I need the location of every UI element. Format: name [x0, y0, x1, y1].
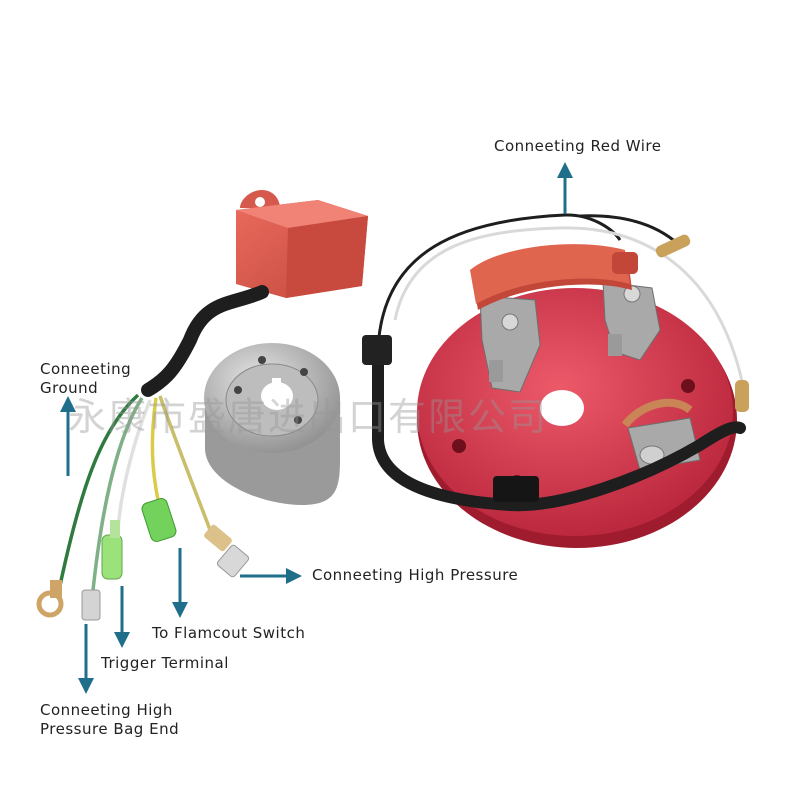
- arrow-red-wire: [557, 162, 573, 214]
- label-trigger-terminal: Trigger Terminal: [101, 654, 229, 672]
- black-cable-loop: [376, 213, 622, 351]
- white-wire-trigger: [116, 399, 152, 531]
- arrow-flamout: [172, 548, 188, 618]
- insulated-terminal-trigger: [101, 520, 123, 580]
- arrow-bag-end: [78, 624, 94, 694]
- bullet-terminal-red-wire: [655, 234, 691, 258]
- green-wire-ground: [56, 393, 140, 596]
- label-high-pressure: Conneeting High Pressure: [312, 566, 519, 584]
- white-cable: [393, 226, 747, 396]
- coil-bracket-left: [479, 295, 541, 393]
- black-wire-to-connector: [579, 214, 679, 246]
- plate-screw-hole: [681, 379, 695, 393]
- label-ground-line1: Conneeting: [40, 360, 132, 378]
- insulated-terminal-flamout: [141, 498, 177, 542]
- pickup-sensor: [621, 398, 701, 471]
- plate-center-hole: [540, 390, 584, 426]
- label-flamout-switch: To Flamcout Switch: [152, 624, 306, 642]
- cdi-box: [236, 190, 368, 298]
- harness-grommet: [362, 335, 392, 365]
- arrow-ground: [60, 396, 76, 476]
- label-bag-end: Conneeting High Pressure Bag End: [40, 701, 179, 739]
- label-ground: Conneeting Ground: [40, 360, 131, 398]
- ignition-coil: [470, 244, 638, 310]
- green-white-wire-bag-end: [90, 397, 144, 601]
- label-bag-end-line1: Conneeting High: [40, 701, 173, 719]
- plate-screw-hole: [452, 439, 466, 453]
- main-harness: [372, 344, 746, 512]
- label-red-wire: Conneeting Red Wire: [494, 137, 662, 155]
- spade-terminal-bag-end: [81, 589, 101, 621]
- arrow-high-pressure: [240, 568, 302, 584]
- flywheel-rotor: [204, 343, 341, 505]
- arrow-trigger: [114, 586, 130, 648]
- yellow-wire-flamout: [150, 397, 160, 501]
- spade-terminal-high-pressure: [204, 524, 250, 578]
- yellow-green-wire-high-pressure: [158, 395, 214, 536]
- harness-connector: [493, 476, 539, 502]
- cdi-harness: [141, 285, 269, 397]
- ring-terminal: [36, 580, 64, 618]
- bullet-terminal-white: [735, 380, 749, 412]
- label-bag-end-line2: Pressure Bag End: [40, 720, 180, 738]
- company-watermark: 永康市盛唐进出口有限公司: [68, 395, 549, 439]
- label-ground-line2: Ground: [40, 379, 99, 397]
- flywheel-center-hole: [261, 382, 293, 410]
- coil-bracket-right: [602, 281, 661, 361]
